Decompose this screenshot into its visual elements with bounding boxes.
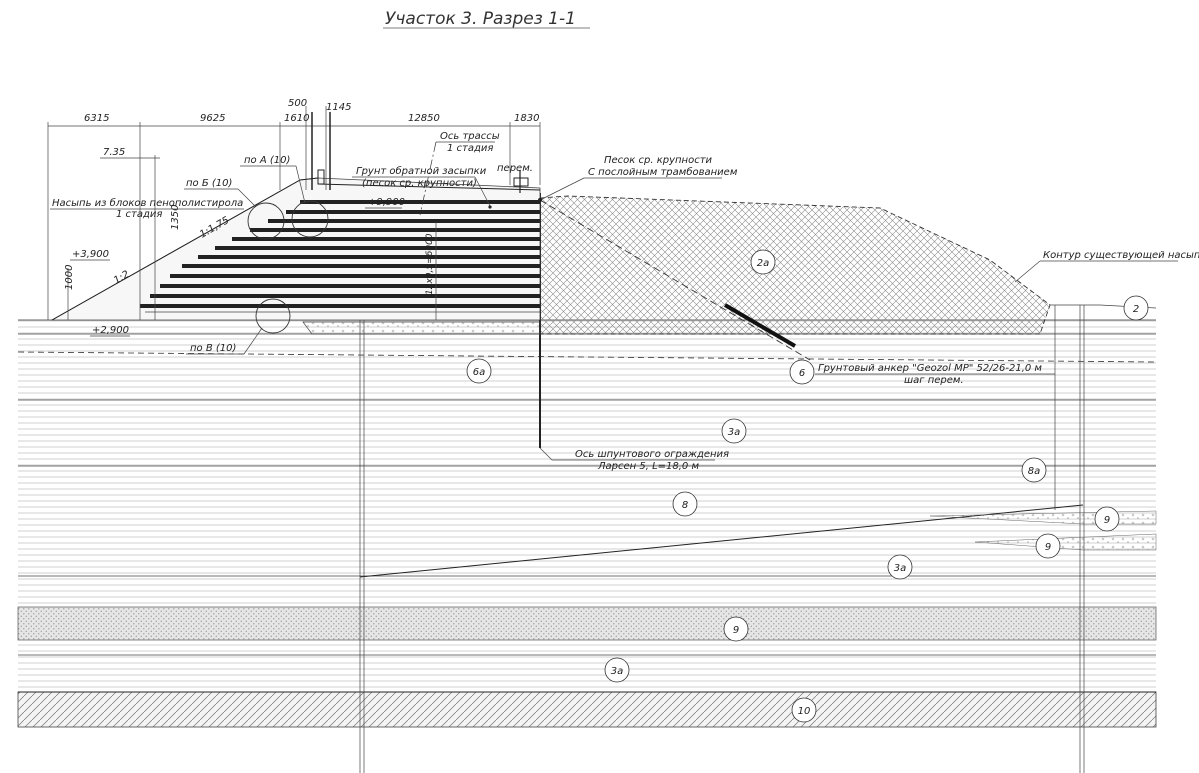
label-sheet-pile-axis: Ось шпунтового ограждения: [575, 449, 729, 460]
label-route-axis: Ось трассы: [440, 131, 500, 142]
label-node-a: по А (10): [244, 155, 290, 166]
layer-marker-9-sand: 9: [723, 616, 749, 642]
soil-layers: [17, 319, 1157, 728]
existing-embankment: [539, 195, 1051, 335]
label-variable: перем.: [497, 163, 533, 174]
label-backfill-sand: (песок ср. крупности): [362, 178, 477, 189]
label-sand-tamping: С послойным трамбованием: [588, 166, 738, 178]
dim-6315: 6315: [84, 113, 109, 124]
fence-posts: [317, 169, 529, 193]
layer-marker-9-lens: 9: [1035, 533, 1061, 559]
svg-text:9: 9: [733, 625, 739, 636]
dim-12850: 12850: [408, 113, 440, 124]
drawing-title: Участок 3. Разрез 1-1: [385, 9, 576, 29]
svg-text:10: 10: [798, 706, 811, 717]
label-existing-embankment: Контур существующей насыпи: [1043, 250, 1199, 261]
callouts: по А (10) по Б (10) по В (10) Насыпь из …: [50, 131, 1199, 472]
svg-text:8: 8: [682, 500, 688, 511]
dim-1145: 1145: [326, 102, 351, 113]
layer-marker-8: 8: [672, 491, 698, 517]
anchor-axis: [539, 199, 811, 361]
elev-9900: +9,900: [368, 197, 405, 208]
layer-marker-6a: 6а: [466, 358, 492, 384]
layer-marker-2a: 2а: [750, 249, 776, 275]
label-node-v: по В (10): [190, 343, 236, 354]
dim-1830: 1830: [514, 113, 539, 124]
node-v-circle[interactable]: [255, 298, 291, 334]
label-anchor-step: шаг перем.: [904, 375, 964, 386]
svg-text:3а: 3а: [894, 563, 907, 574]
svg-text:6: 6: [799, 368, 805, 379]
layer-marker-9-right: 9: [1094, 506, 1120, 532]
label-larssen: Ларсен 5, L=18,0 м: [597, 461, 699, 472]
label-backfill: Грунт обратной засыпки: [356, 165, 487, 177]
node-b-circle[interactable]: [247, 202, 285, 240]
dim-9625: 9625: [200, 113, 225, 124]
svg-text:9: 9: [1045, 542, 1051, 553]
elev-2900: +2,900: [92, 325, 129, 336]
svg-text:2а: 2а: [757, 258, 770, 269]
dim-500: 500: [288, 98, 307, 109]
layer-marker-8a: 8а: [1021, 457, 1047, 483]
ground-anchor: [723, 303, 797, 348]
dim-1350: 1350: [170, 205, 181, 230]
layer-marker-3a-upper: 3а: [721, 418, 747, 444]
dim-1610: 1610: [284, 113, 309, 124]
dim-735: 7.35: [103, 147, 125, 158]
svg-text:9: 9: [1104, 515, 1110, 526]
layer-marker-3a-lower: 3а: [604, 657, 630, 683]
svg-text:3а: 3а: [728, 427, 741, 438]
layer-marker-3a-middle: 3а: [887, 554, 913, 580]
label-node-b: по Б (10): [186, 178, 232, 189]
elev-3900: +3,900: [72, 249, 109, 260]
label-foam-stage: 1 стадия: [116, 209, 162, 220]
top-dimensions: 6315 9625 500 1610 1145 12850 1830 7.35 …: [47, 98, 541, 320]
svg-text:8а: 8а: [1028, 466, 1041, 477]
label-route-stage: 1 стадия: [447, 143, 493, 154]
label-block-height: 12х0,5=6000: [425, 233, 435, 295]
node-a-circle[interactable]: [291, 200, 329, 238]
svg-text:2: 2: [1133, 304, 1139, 315]
layer-marker-10: 10: [791, 697, 817, 723]
layer-marker-2: 2: [1123, 295, 1149, 321]
label-ground-anchor: Грунтовый анкер "Geozol MP" 52/26-21,0 м: [818, 363, 1042, 374]
layer-markers: 2а 2 6а 6 3а 8а 8 9 9 3а 9 3а 10: [466, 249, 1149, 723]
dim-1000: 1000: [64, 265, 75, 290]
svg-text:3а: 3а: [611, 666, 624, 677]
layer-marker-6: 6: [789, 359, 815, 385]
foam-block-fill: [50, 177, 541, 335]
label-sand: Песок ср. крупности: [604, 155, 713, 166]
label-foam-fill: Насыпь из блоков пенополистирола: [52, 197, 243, 209]
svg-text:6а: 6а: [473, 367, 486, 378]
